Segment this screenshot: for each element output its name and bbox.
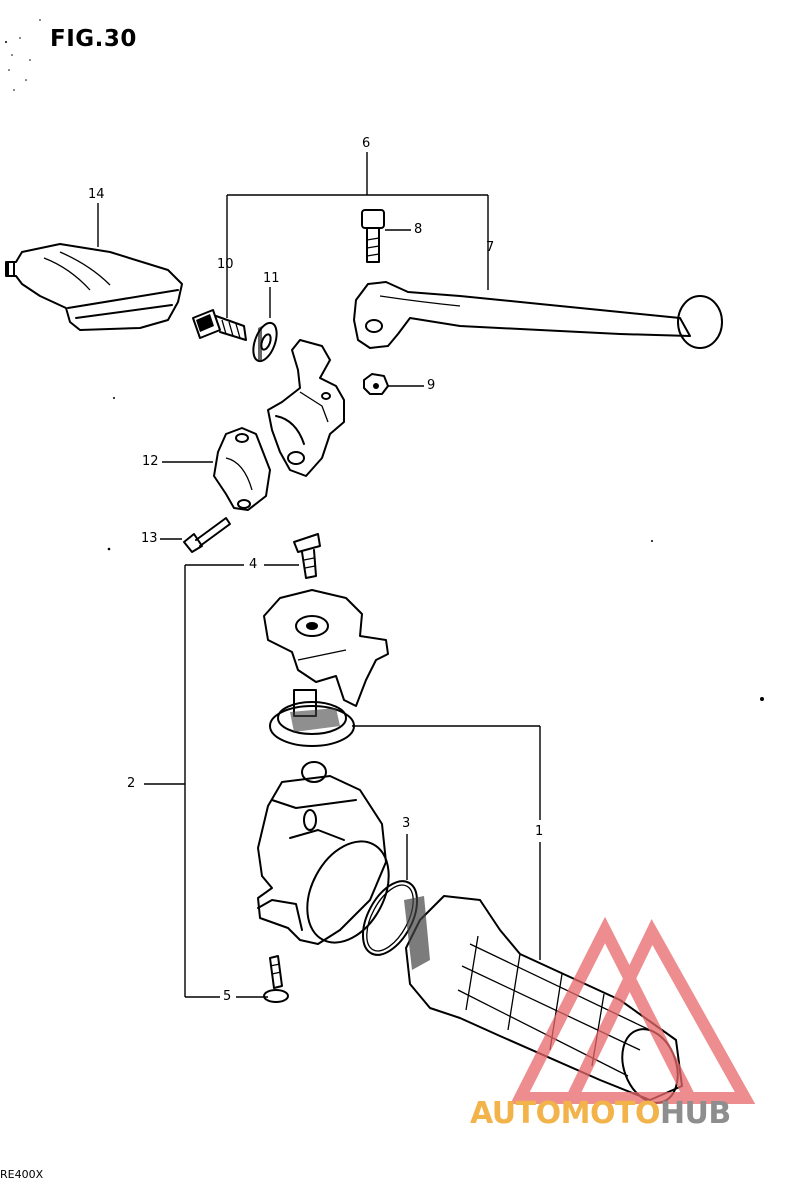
switch-housing-upper bbox=[263, 589, 389, 707]
callout-6: 6 bbox=[362, 136, 371, 151]
switch-housing-lower bbox=[257, 761, 387, 945]
callout-12: 12 bbox=[142, 454, 159, 469]
part-5-screw bbox=[263, 955, 289, 1003]
part-11-washer bbox=[252, 321, 278, 363]
callout-3: 3 bbox=[402, 816, 411, 831]
scan-noise bbox=[5, 19, 764, 701]
watermark-text-primary: AUTOMOTO bbox=[470, 1096, 660, 1131]
callout-11: 11 bbox=[263, 271, 280, 286]
callout-14: 14 bbox=[88, 187, 105, 202]
leader-lines bbox=[97, 152, 541, 998]
switch-internal-disc bbox=[269, 689, 355, 747]
lever-bracket bbox=[267, 339, 345, 477]
callout-8: 8 bbox=[414, 222, 423, 237]
callout-5: 5 bbox=[223, 989, 232, 1004]
part-4-screw bbox=[293, 533, 321, 579]
part-8-bolt bbox=[361, 209, 385, 263]
figure-title: FIG.30 bbox=[50, 26, 137, 52]
callout-10: 10 bbox=[217, 257, 234, 272]
part-9-nut bbox=[363, 373, 389, 395]
part-7-lever bbox=[353, 281, 723, 349]
watermark-text-secondary: HUB bbox=[659, 1096, 731, 1131]
callout-13: 13 bbox=[141, 531, 158, 546]
part-10-bolt bbox=[192, 309, 247, 341]
footer-code: RE400X bbox=[0, 1168, 44, 1181]
part-14-lever-boot bbox=[5, 243, 183, 331]
part-13-screw bbox=[183, 517, 231, 553]
watermark: AUTOMOTOHUB bbox=[470, 1096, 792, 1131]
part-12-clamp bbox=[213, 427, 271, 511]
callout-9: 9 bbox=[427, 378, 436, 393]
callout-2: 2 bbox=[127, 776, 136, 791]
callout-4: 4 bbox=[249, 557, 258, 572]
callout-1: 1 bbox=[535, 824, 544, 839]
triangle-logo-icon bbox=[510, 916, 756, 1104]
callout-7: 7 bbox=[486, 240, 495, 255]
